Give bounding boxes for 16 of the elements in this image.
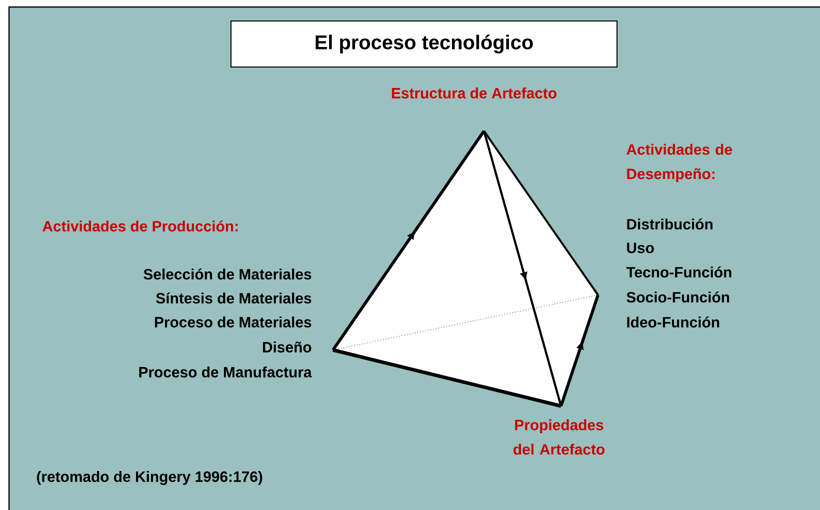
list-item: Diseño xyxy=(262,342,312,352)
vertex-label: Estructura de Artefacto xyxy=(392,88,556,98)
group-heading: Actividades de Desempeño: xyxy=(626,144,732,182)
citation: (retomado de Kingery 1996:176) xyxy=(36,471,262,485)
list-item: Tecno-Función xyxy=(626,266,732,278)
list-item: Proceso de Materiales xyxy=(155,316,312,328)
list-item: Ideo-Función xyxy=(627,316,720,328)
vertex-label: Propiedades del Artefacto xyxy=(514,419,604,455)
list-item: Socio-Función xyxy=(626,291,730,303)
title-box: El proceso tecnológico xyxy=(230,20,618,68)
list-item: Proceso de Manufactura xyxy=(139,366,312,378)
list-item: Distribución xyxy=(627,218,712,230)
list-item: Selección de Materiales xyxy=(144,268,312,280)
list-item: Síntesis de Materiales xyxy=(156,292,312,304)
group-heading: Actividades de Producción: xyxy=(42,220,238,232)
list-item: Uso xyxy=(627,242,654,254)
